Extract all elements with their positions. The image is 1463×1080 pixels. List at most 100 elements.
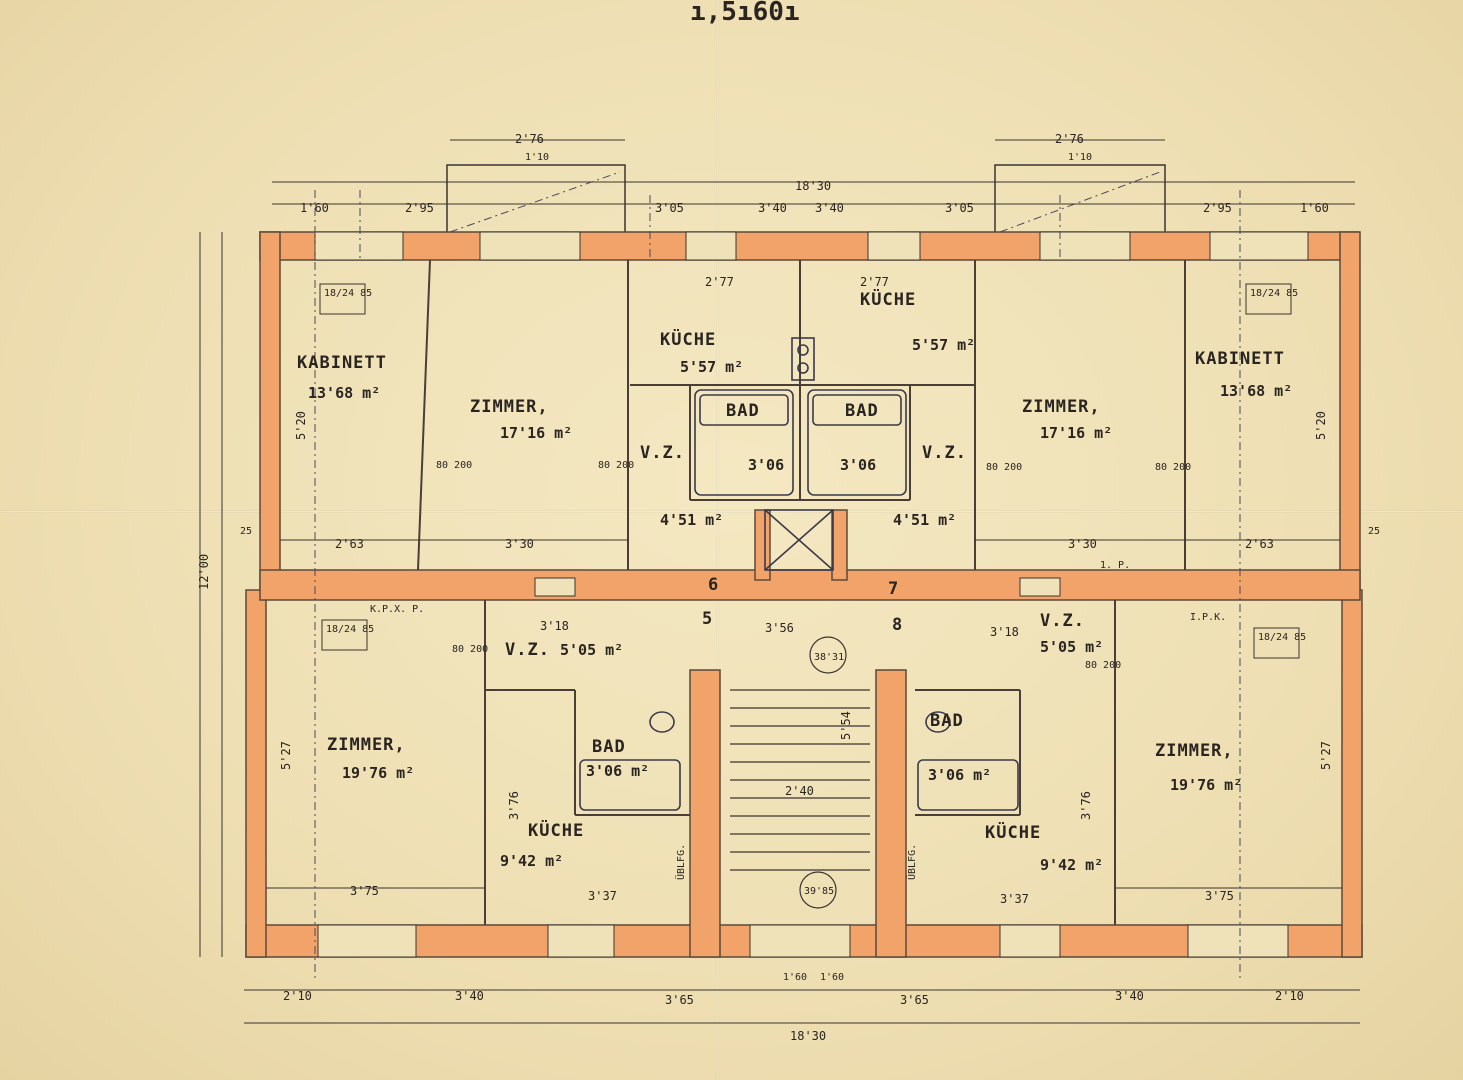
label-kpx: K.P.X. P. bbox=[370, 604, 424, 615]
top-dim-2: 2'95 bbox=[405, 201, 434, 215]
mid-label-left: 6 bbox=[708, 575, 719, 595]
top-dim-1: 1'60 bbox=[300, 201, 329, 215]
label-ip: 1. P. bbox=[1100, 560, 1130, 571]
window-openings bbox=[314, 231, 1309, 958]
room-name-zimmer-bot-left: ZIMMER, bbox=[327, 735, 406, 755]
room-area-zimmer-top-left: 17'16 m² bbox=[500, 424, 572, 442]
header-fragment: ı,5ı60ı bbox=[690, 0, 800, 27]
stair-treads bbox=[730, 636, 870, 909]
door-tag: 80 200 bbox=[436, 460, 472, 471]
dim-stair-w: 3'56 bbox=[765, 621, 794, 635]
bay-depth-right: 1'10 bbox=[1068, 152, 1092, 163]
room-name-kuche-bot-left: KÜCHE bbox=[528, 819, 584, 841]
door-tag: 80 200 bbox=[986, 462, 1022, 473]
room-area-vz-top-right: 4'51 m² bbox=[893, 511, 956, 529]
dim-kabinett-right-w: 2'63 bbox=[1245, 537, 1274, 551]
bay-top-left bbox=[446, 164, 626, 236]
bath-fixtures bbox=[579, 337, 1019, 811]
room-name-zimmer-bot-right: ZIMMER, bbox=[1155, 741, 1234, 761]
dim-kuche-bot-left-h: 3'76 bbox=[507, 791, 521, 820]
room-name-kuche-top-right: KÜCHE bbox=[860, 288, 916, 310]
dim-zimmer-bot-right-h: 5'27 bbox=[1319, 741, 1333, 770]
label-ubl-left: ÜBLFG. bbox=[674, 844, 687, 880]
top-dim-7: 2'95 bbox=[1203, 201, 1232, 215]
bottom-dim-7: 3'40 bbox=[1115, 989, 1144, 1003]
window-tag-text: 18/24 85 bbox=[1250, 288, 1298, 299]
wall-thickness-right: 25 bbox=[1368, 526, 1380, 537]
dim-kuche-bot-right-h: 3'76 bbox=[1079, 791, 1093, 820]
room-area-vz-bot-left: 5'05 m² bbox=[560, 641, 623, 659]
level-stair-2: 39'85 bbox=[804, 886, 834, 897]
top-dim-8: 1'60 bbox=[1300, 201, 1329, 215]
window-tag-text: 18/24 85 bbox=[324, 288, 372, 299]
dim-kabinett-left-h: 5'20 bbox=[294, 411, 308, 440]
dim-zimmer-top-left-w: 3'30 bbox=[505, 537, 534, 551]
room-name-bad-bot-right: BAD bbox=[930, 711, 964, 731]
top-dim-4: 3'40 bbox=[758, 201, 787, 215]
room-area-kabinett-right: 13'68 m² bbox=[1220, 382, 1292, 400]
room-name-kabinett-right: KABINETT bbox=[1195, 349, 1285, 369]
dim-kuche-top-left-w: 2'77 bbox=[705, 275, 734, 289]
window-tag-text: 18/24 85 bbox=[326, 624, 374, 635]
exterior-walls bbox=[245, 231, 1363, 958]
room-name-zimmer-top-left: ZIMMER, bbox=[470, 397, 549, 417]
room-name-kuche-bot-right: KÜCHE bbox=[985, 821, 1041, 843]
dim-zimmer-bot-left-h: 5'27 bbox=[279, 741, 293, 770]
room-area-bad-top-left: 3'06 bbox=[748, 456, 784, 474]
door-tag: 80 200 bbox=[598, 460, 634, 471]
dim-zimmer-bot-left-w: 3'75 bbox=[350, 884, 379, 898]
dim-zimmer-bot-right-w: 3'75 bbox=[1205, 889, 1234, 903]
room-area-kuche-bot-right: 9'42 m² bbox=[1040, 856, 1103, 874]
room-name-vz-bot-left: V.Z. bbox=[505, 640, 550, 660]
dim-stair-run: 5'54 bbox=[839, 711, 853, 740]
door-tag: 80 200 bbox=[452, 644, 488, 655]
bay-top-right bbox=[994, 164, 1166, 236]
interior-partitions bbox=[417, 259, 1186, 925]
bay-width-left: 2'76 bbox=[515, 132, 544, 146]
room-name-vz-top-right: V.Z. bbox=[922, 443, 967, 463]
room-area-zimmer-bot-left: 19'76 m² bbox=[342, 764, 414, 782]
room-name-bad-bot-left: BAD bbox=[592, 737, 626, 757]
paper-fold-vertical bbox=[716, 0, 719, 1080]
room-name-vz-top-left: V.Z. bbox=[640, 443, 685, 463]
dim-kabinett-right-h: 5'20 bbox=[1314, 411, 1328, 440]
room-name-zimmer-top-right: ZIMMER, bbox=[1022, 397, 1101, 417]
bay-width-right: 2'76 bbox=[1055, 132, 1084, 146]
room-area-zimmer-top-right: 17'16 m² bbox=[1040, 424, 1112, 442]
dim-kuche-top-right-w: 2'77 bbox=[860, 275, 889, 289]
room-name-kabinett-left: KABINETT bbox=[297, 353, 387, 373]
dim-kabinett-left-w: 2'63 bbox=[335, 537, 364, 551]
top-dim-5: 3'40 bbox=[815, 201, 844, 215]
dim-vz-bot-left-w: 3'18 bbox=[540, 619, 569, 633]
room-name-vz-bot-right: V.Z. bbox=[1040, 611, 1085, 631]
room-area-kuche-bot-left: 9'42 m² bbox=[500, 852, 563, 870]
room-area-zimmer-bot-right: 19'76 m² bbox=[1170, 776, 1242, 794]
dim-kuche-bot-right-w: 3'37 bbox=[1000, 892, 1029, 906]
door-tag: 80 200 bbox=[1085, 660, 1121, 671]
room-area-vz-top-left: 4'51 m² bbox=[660, 511, 723, 529]
dim-kuche-bot-left-w: 3'37 bbox=[588, 889, 617, 903]
room-area-bad-bot-left: 3'06 m² bbox=[586, 762, 649, 780]
room-area-kuche-top-left: 5'57 m² bbox=[680, 358, 743, 376]
bottom-dim-2: 3'40 bbox=[455, 989, 484, 1003]
dim-zimmer-top-right-w: 3'30 bbox=[1068, 537, 1097, 551]
room-name-bad-top-right: BAD bbox=[845, 401, 879, 421]
landing-label-left: 5 bbox=[702, 609, 713, 629]
dim-stair-flight: 2'40 bbox=[785, 784, 814, 798]
window-tag-text: 18/24 85 bbox=[1258, 632, 1306, 643]
bottom-dim-4: 1'60 bbox=[783, 972, 807, 983]
top-dim-3: 3'05 bbox=[655, 201, 684, 215]
room-area-bad-bot-right: 3'06 m² bbox=[928, 766, 991, 784]
window-tag-zimmer-bot-right: 18/24 85 bbox=[1253, 627, 1306, 659]
room-area-kabinett-left: 13'68 m² bbox=[308, 384, 380, 402]
door-tag: 80 200 bbox=[1155, 462, 1191, 473]
level-stair-1: 38'31 bbox=[814, 652, 844, 663]
bottom-dim-1: 2'10 bbox=[283, 989, 312, 1003]
overall-depth: 12'00 bbox=[197, 554, 211, 590]
bottom-dim-3: 3'65 bbox=[665, 993, 694, 1007]
axis-lines bbox=[314, 190, 1241, 980]
wall-thickness-left: 25 bbox=[240, 526, 252, 537]
label-ubl-right: ÜBLFG. bbox=[905, 844, 918, 880]
room-name-kuche-top-left: KÜCHE bbox=[660, 328, 716, 350]
window-tag-kabinett-left: 18/24 85 bbox=[319, 283, 372, 315]
